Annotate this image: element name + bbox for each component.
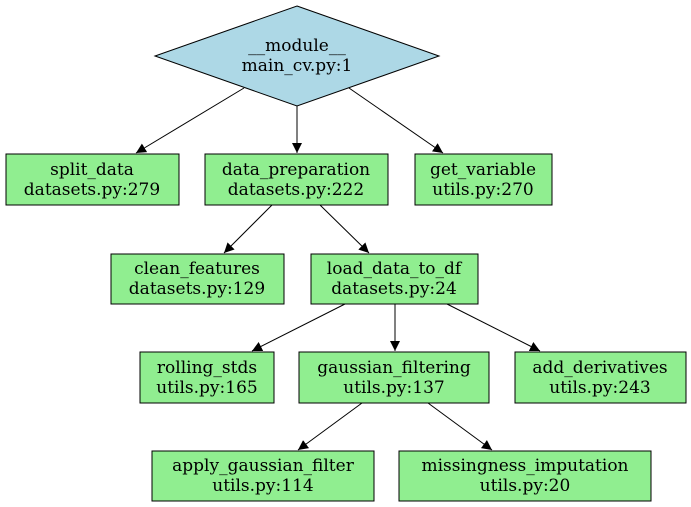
node-location: datasets.py:222 <box>228 180 364 200</box>
node-name: load_data_to_df <box>327 259 463 279</box>
node-load-data-to-df: load_data_to_df datasets.py:24 <box>310 253 479 305</box>
node-shape <box>414 153 553 206</box>
edges <box>135 87 541 451</box>
node-location: utils.py:137 <box>343 378 444 398</box>
node-location: datasets.py:129 <box>129 279 265 299</box>
node-missingness-imputation: missingness_imputation utils.py:20 <box>398 450 652 502</box>
node-split-data: split_data datasets.py:279 <box>5 153 180 206</box>
node-shape <box>110 253 285 305</box>
node-name: clean_features <box>134 259 260 279</box>
node-name: get_variable <box>430 160 536 180</box>
node-name: data_preparation <box>222 160 370 180</box>
edge-data-preparation-load-data-to-df <box>319 204 370 254</box>
node-name: gaussian_filtering <box>317 358 471 378</box>
node-location: main_cv.py:1 <box>242 56 353 76</box>
node-name: split_data <box>50 160 134 180</box>
node-shape <box>398 450 652 502</box>
node-shape <box>514 351 687 404</box>
node-data-preparation: data_preparation datasets.py:222 <box>204 153 389 206</box>
node-shape <box>139 351 275 404</box>
node-get-variable: get_variable utils.py:270 <box>414 153 553 206</box>
node-name: apply_gaussian_filter <box>172 456 355 476</box>
node-gaussian-filtering: gaussian_filtering utils.py:137 <box>298 351 490 404</box>
edge-load-data-to-df-add-derivatives <box>446 303 541 352</box>
node-add-derivatives: add_derivatives utils.py:243 <box>514 351 687 404</box>
node-apply-gaussian-filter: apply_gaussian_filter utils.py:114 <box>151 450 375 502</box>
node-shape <box>151 450 375 502</box>
node-location: utils.py:270 <box>432 180 533 200</box>
node-location: utils.py:165 <box>156 378 257 398</box>
node-name: __module__ <box>248 36 346 56</box>
edge-gaussian-filtering-missingness-imputation <box>427 402 493 451</box>
edge-module-get-variable <box>348 87 444 154</box>
node-name: add_derivatives <box>532 358 667 378</box>
node-location: utils.py:20 <box>480 476 571 496</box>
node-module: __module__ main_cv.py:1 <box>153 5 441 107</box>
node-shape <box>298 351 490 404</box>
edge-data-preparation-clean-features <box>223 204 273 254</box>
node-location: datasets.py:279 <box>24 180 160 200</box>
node-location: datasets.py:24 <box>331 279 457 299</box>
node-shape <box>310 253 479 305</box>
node-shape <box>153 5 441 107</box>
edge-module-split-data <box>135 87 245 154</box>
node-shape <box>5 153 180 206</box>
node-location: utils.py:114 <box>212 476 313 496</box>
node-shape <box>204 153 389 206</box>
node-clean-features: clean_features datasets.py:129 <box>110 253 285 305</box>
node-location: utils.py:243 <box>549 378 650 398</box>
edge-gaussian-filtering-apply-gaussian-filter <box>297 402 363 451</box>
edge-load-data-to-df-rolling-stds <box>251 303 346 352</box>
node-rolling-stds: rolling_stds utils.py:165 <box>139 351 275 404</box>
node-name: missingness_imputation <box>421 456 628 476</box>
node-name: rolling_stds <box>157 358 257 378</box>
